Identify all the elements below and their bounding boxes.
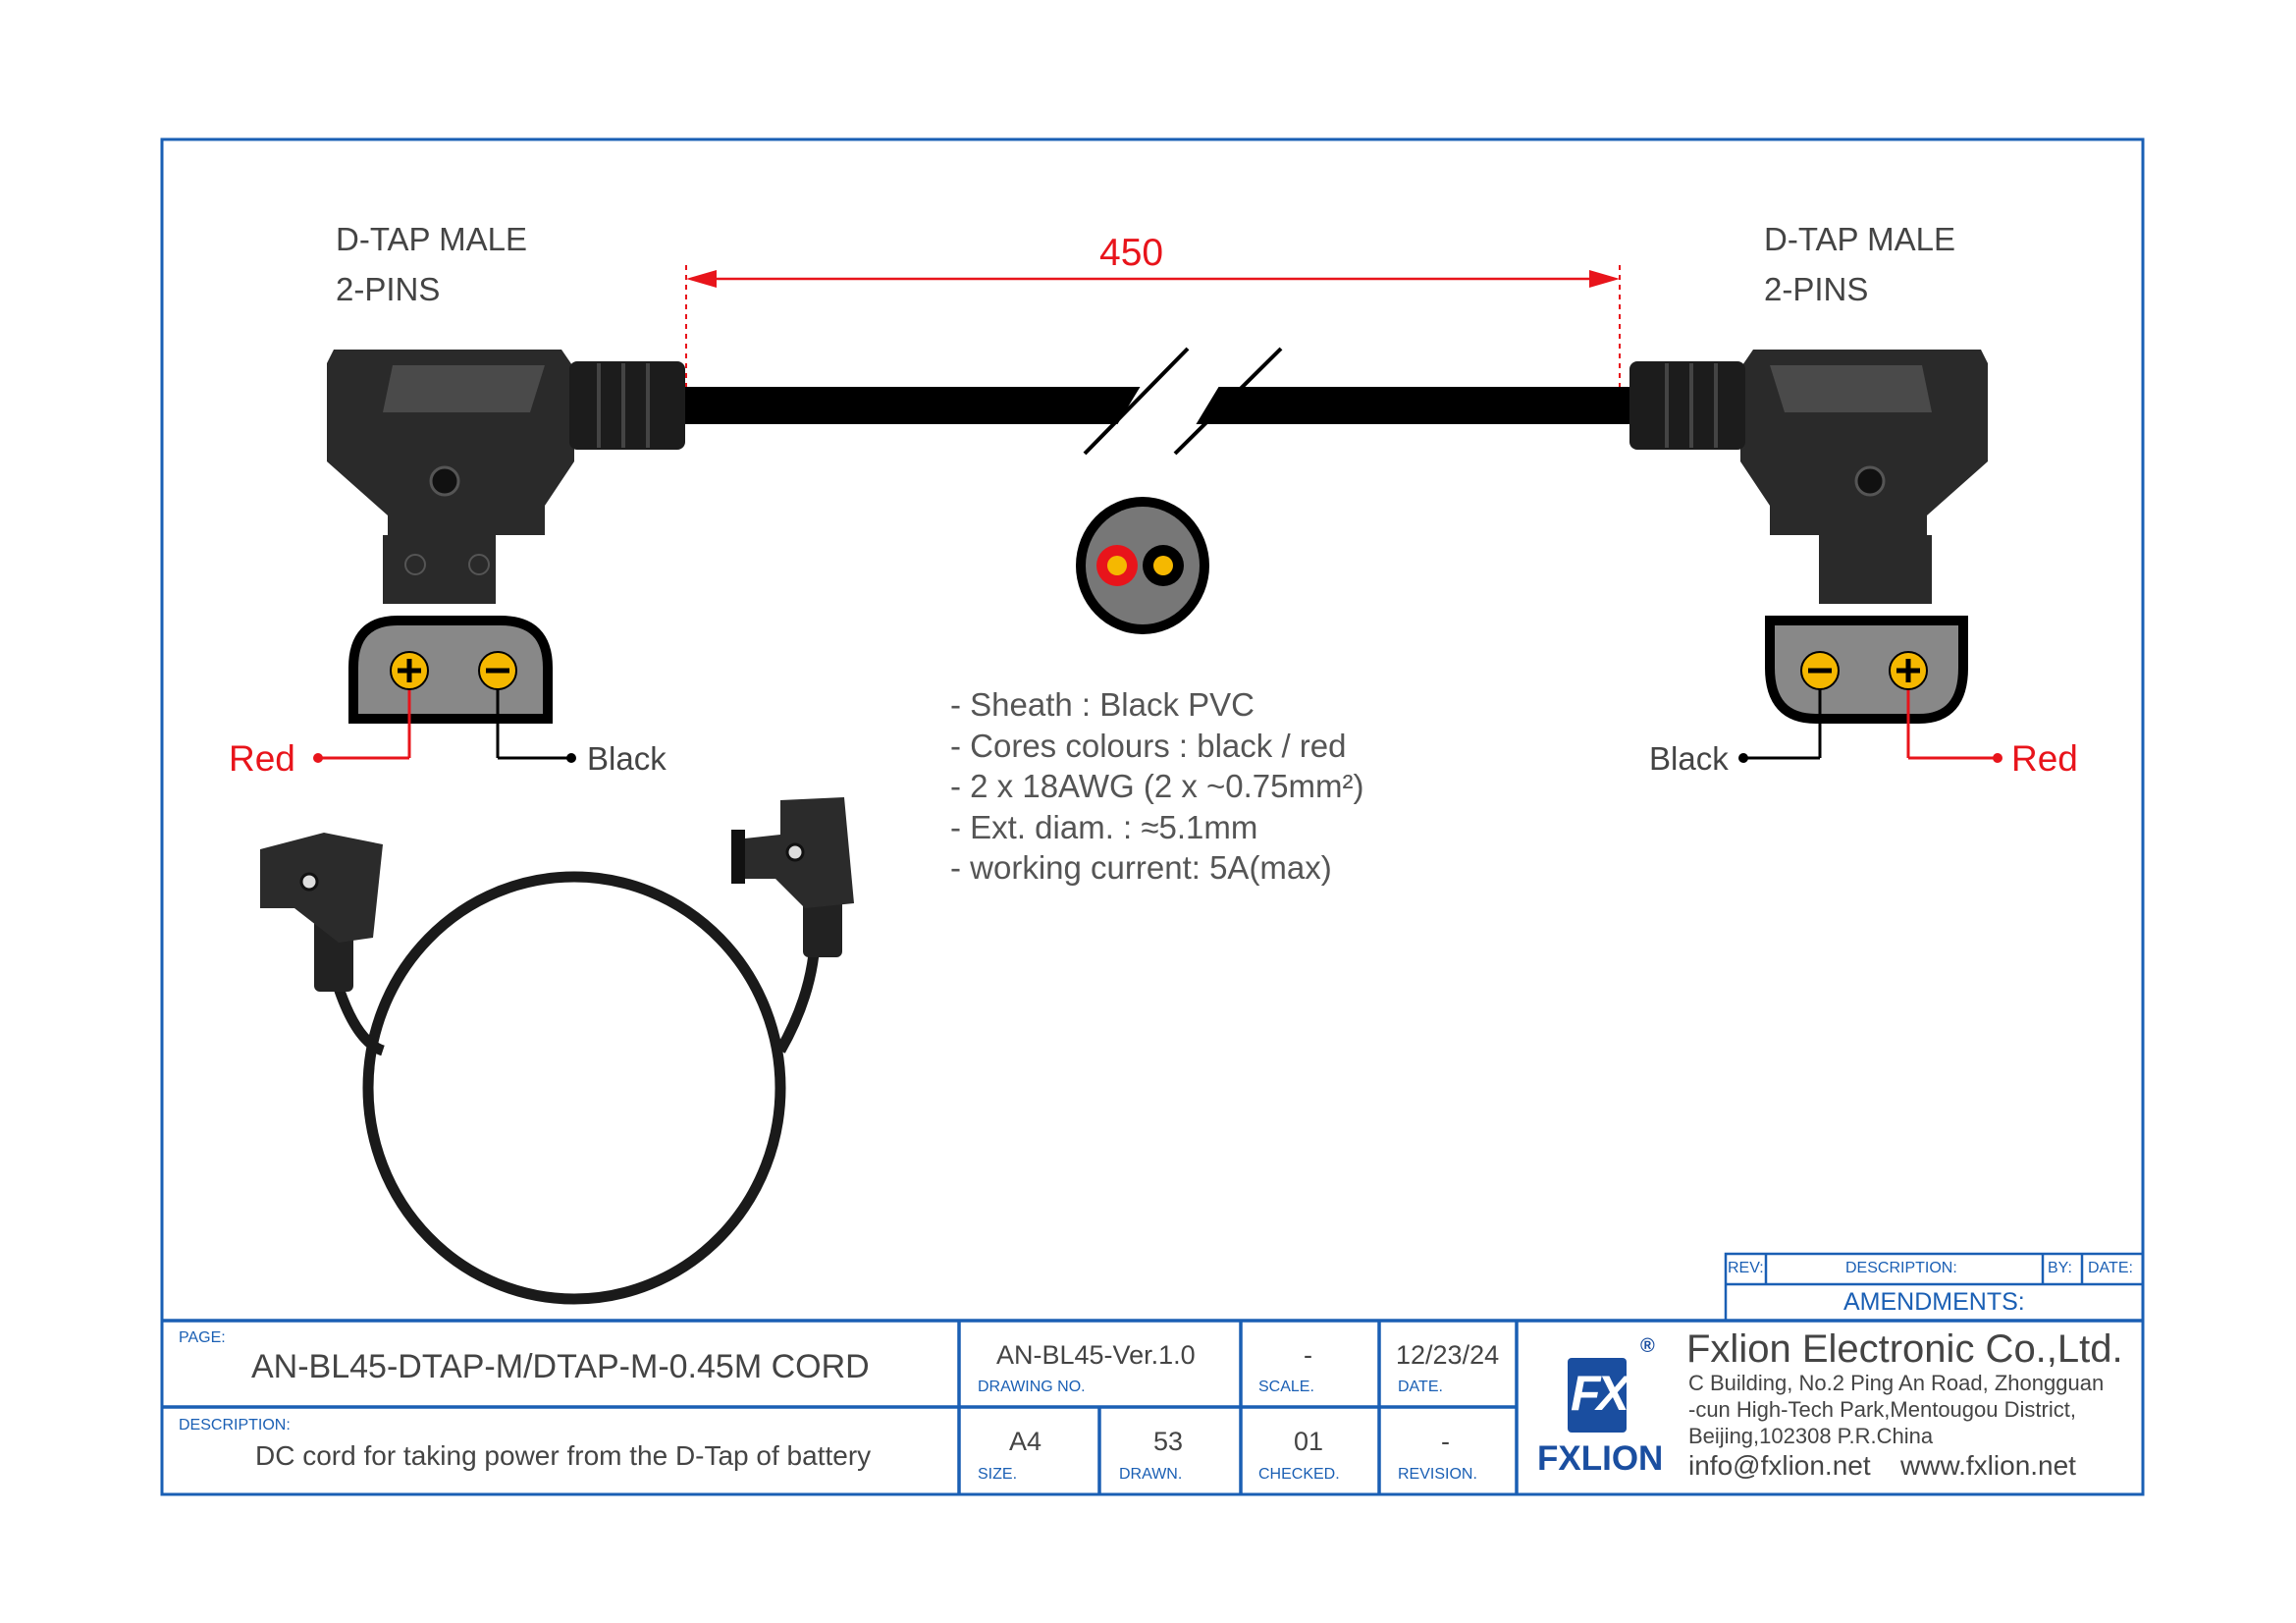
registered-mark: ®: [1640, 1335, 1655, 1357]
right-connector-image: [1629, 350, 1988, 604]
page-label: PAGE:: [179, 1329, 226, 1346]
date-value: 12/23/24: [1396, 1340, 1500, 1370]
company-email: info@fxlion.net: [1688, 1450, 1871, 1481]
cable-cross-section: [1076, 497, 1209, 634]
drawn-label: DRAWN.: [1119, 1466, 1183, 1483]
cable: [677, 347, 1629, 456]
amendments-description-header: DESCRIPTION:: [1845, 1260, 1957, 1276]
cable-specs: - Sheath : Black PVC - Cores colours : b…: [950, 684, 1363, 889]
right-connector-pins: 2-PINS: [1764, 271, 1869, 307]
drawn-value: 53: [1153, 1427, 1184, 1456]
left-connector-pins: 2-PINS: [336, 271, 441, 307]
checked-label: CHECKED.: [1258, 1466, 1340, 1483]
amendments-rev-header: REV:: [1728, 1260, 1764, 1276]
title-block-lines: [162, 1319, 2143, 1494]
date-label: DATE.: [1398, 1379, 1443, 1395]
drawing-frame: [160, 137, 2145, 1496]
logo-text: FXLION: [1537, 1439, 1664, 1478]
left-connector-image: [327, 350, 685, 604]
spec-item: - Sheath : Black PVC: [950, 686, 1255, 723]
length-dimension-line: [685, 265, 1621, 393]
left-red-wire-label: Red: [229, 738, 295, 779]
right-connector-type: D-TAP MALE: [1764, 221, 1955, 257]
company-name: Fxlion Electronic Co.,Ltd.: [1686, 1327, 2123, 1371]
amendments-by-header: BY:: [2048, 1260, 2072, 1276]
company-address: C Building, No.2 Ping An Road, Zhongguan…: [1688, 1370, 2104, 1449]
drawing-number: AN-BL45-Ver.1.0: [996, 1340, 1196, 1370]
address-line: C Building, No.2 Ping An Road, Zhongguan: [1688, 1371, 2105, 1395]
fxlion-logo-icon: [1568, 1358, 1627, 1433]
drawing-number-label: DRAWING NO.: [978, 1379, 1086, 1395]
right-black-wire-label: Black: [1649, 740, 1729, 777]
right-red-wire-label: Red: [2011, 738, 2078, 779]
left-black-wire-label: Black: [587, 740, 667, 777]
spec-item: - Ext. diam. : ≈5.1mm: [950, 808, 1258, 845]
checked-value: 01: [1294, 1427, 1324, 1456]
size-label: SIZE.: [978, 1466, 1018, 1483]
right-pin-face: [1738, 616, 2002, 763]
logo-mark: FX: [1571, 1366, 1629, 1421]
left-connector-type: D-TAP MALE: [336, 221, 527, 257]
spec-item: - Cores colours : black / red: [950, 727, 1347, 764]
size-value: A4: [1009, 1427, 1042, 1456]
revision-value: -: [1441, 1427, 1450, 1456]
spec-item: - 2 x 18AWG (2 x ~0.75mm²): [950, 768, 1364, 804]
address-line: Beijing,102308 P.R.China: [1688, 1424, 1934, 1448]
amendments-title: AMENDMENTS:: [1843, 1288, 2025, 1316]
length-dimension-value: 450: [1099, 232, 1164, 274]
left-pin-face: [313, 616, 576, 763]
address-line: -cun High-Tech Park,Mentougou District,: [1688, 1397, 2076, 1422]
page-title: AN-BL45-DTAP-M/DTAP-M-0.45M CORD: [251, 1348, 870, 1385]
description-value: DC cord for taking power from the D-Tap …: [255, 1440, 872, 1471]
description-label: DESCRIPTION:: [179, 1417, 291, 1434]
company-website: www.fxlion.net: [1900, 1450, 2076, 1481]
revision-label: REVISION.: [1398, 1466, 1477, 1483]
scale-label: SCALE.: [1258, 1379, 1314, 1395]
spec-item: - working current: 5A(max): [950, 849, 1332, 886]
scale-value: -: [1304, 1340, 1312, 1370]
coiled-cable-photo: [260, 797, 854, 1305]
amendments-date-header: DATE:: [2088, 1260, 2133, 1276]
